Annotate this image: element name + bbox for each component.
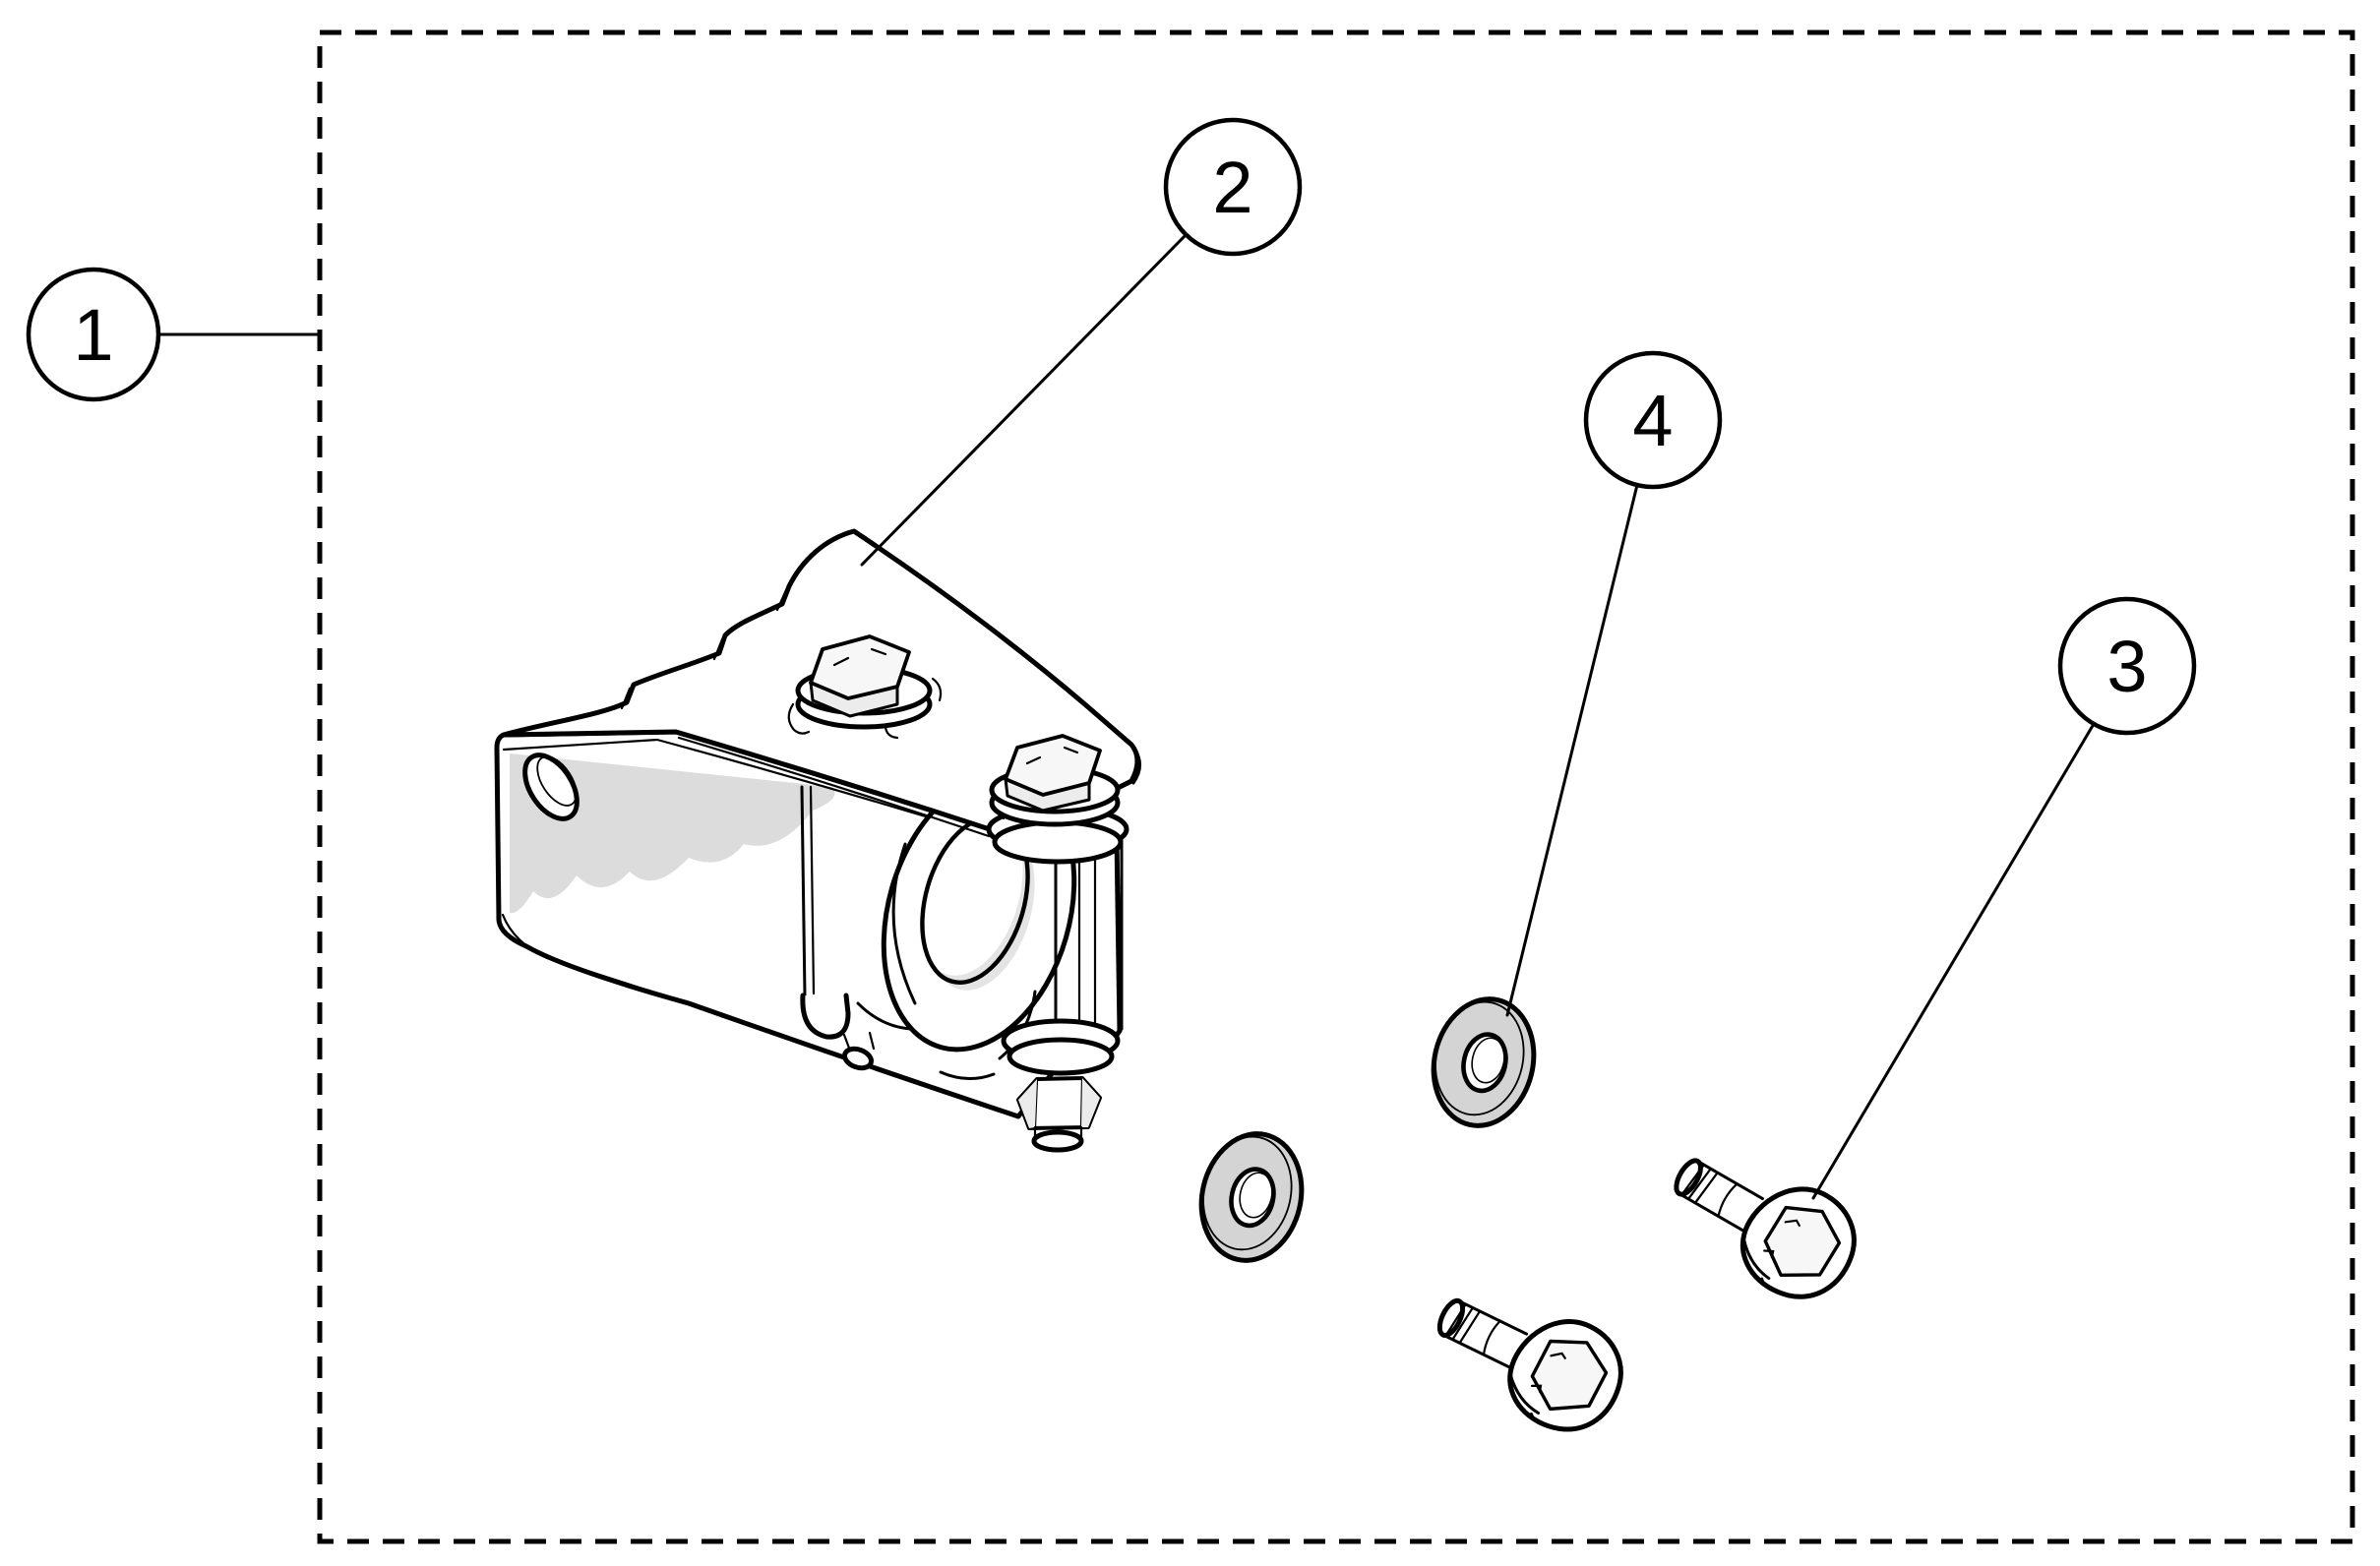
callout-2-circle bbox=[1163, 117, 1303, 257]
callout-1: 1 bbox=[26, 267, 161, 402]
hex-plug bbox=[1016, 1076, 1102, 1153]
flat-washer-upper bbox=[1422, 989, 1547, 1135]
callout-3-circle bbox=[2057, 596, 2197, 736]
bracket-bolt-top bbox=[787, 634, 943, 740]
callout-3: 3 bbox=[2057, 596, 2197, 736]
callout-1-circle bbox=[26, 267, 161, 402]
mounting-bracket bbox=[494, 528, 1141, 1153]
leader-line-2 bbox=[860, 233, 1188, 567]
callout-2-label: 2 bbox=[1212, 147, 1252, 228]
flange-shading bbox=[510, 753, 835, 914]
flange-bolt-lower bbox=[1419, 1266, 1638, 1448]
callout-3-label: 3 bbox=[2106, 626, 2147, 707]
callout-4: 4 bbox=[1583, 350, 1723, 490]
callout-4-circle bbox=[1583, 350, 1723, 490]
leader-line-3 bbox=[1811, 722, 2096, 1200]
callout-1-label: 1 bbox=[73, 294, 113, 376]
flat-washer-lower bbox=[1190, 1123, 1314, 1270]
callout-4-label: 4 bbox=[1632, 380, 1673, 461]
flange-slot-hole bbox=[522, 753, 580, 821]
callout-2: 2 bbox=[1163, 117, 1303, 257]
leader-line-4 bbox=[1505, 483, 1639, 1017]
bracket-bolt-right bbox=[989, 734, 1121, 827]
pivot-barrel bbox=[1001, 838, 1124, 1153]
